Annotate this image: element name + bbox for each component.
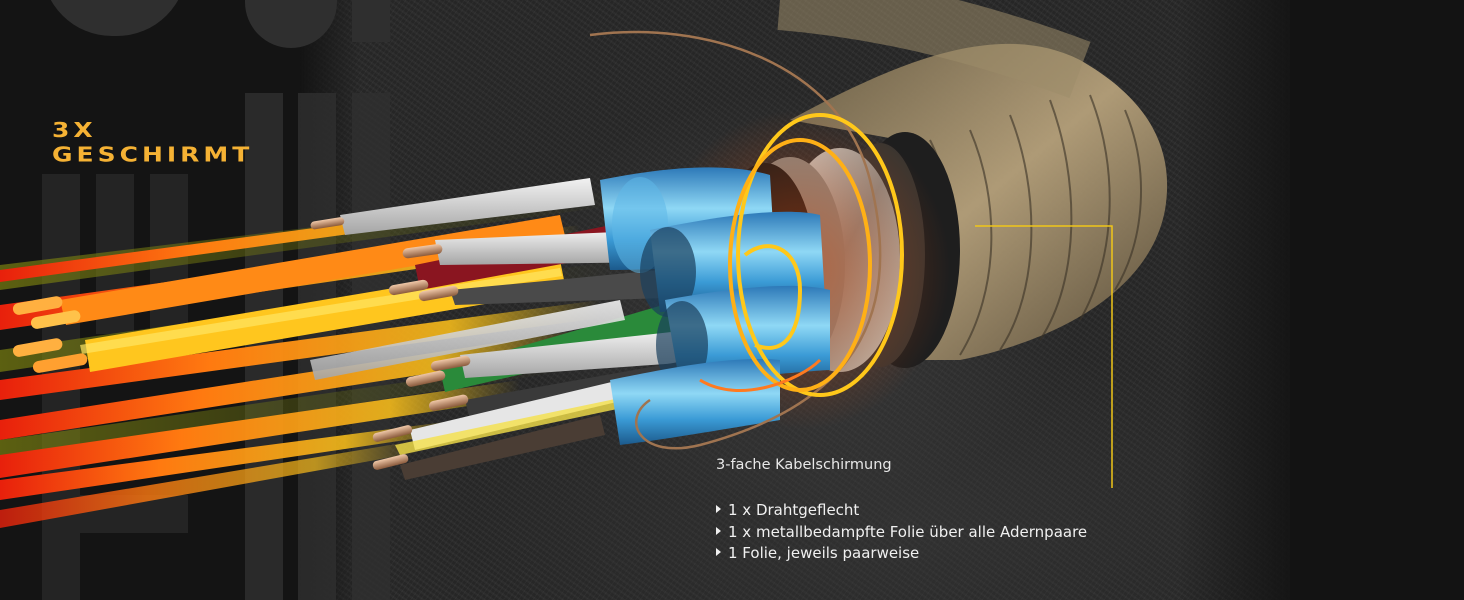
bullet-triangle-icon [716, 526, 721, 535]
feature-text: 1 x metallbedampfte Folie über alle Ader… [728, 522, 1088, 541]
headline-line-1: 3X [52, 118, 97, 142]
callout-title: 3-fache Kabelschirmung [716, 457, 892, 473]
feature-text: 1 Folie, jeweils paarweise [728, 544, 920, 562]
right-edge-fade [1290, 0, 1464, 600]
callout-connector [716, 225, 1113, 489]
headline: 3X GESCHIRMT [52, 118, 253, 167]
drain-wire [589, 30, 882, 450]
headline-line-2: GESCHIRMT [52, 142, 254, 167]
twisted-pairs [310, 178, 695, 480]
highlight-rings [699, 113, 904, 397]
braided-jacket [790, 43, 1168, 360]
bullet-triangle-icon [716, 505, 721, 513]
feature-text: 1 x Drahtgeflecht [728, 501, 860, 519]
bullet-triangle-icon [716, 548, 721, 556]
feature-item: 1 x metallbedampfte Folie über alle Ader… [716, 522, 1087, 544]
feature-list: 1 x Drahtgeflecht 1 x metallbedampfte Fo… [716, 500, 1087, 565]
feature-item: 1 x Drahtgeflecht [716, 500, 1087, 522]
feature-item: 1 Folie, jeweils paarweise [716, 543, 1087, 565]
